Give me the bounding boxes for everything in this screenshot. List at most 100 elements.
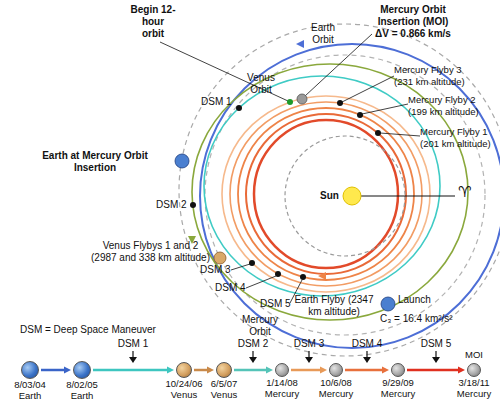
launch-label: Launch <box>398 294 431 306</box>
trajectory-arc <box>254 120 398 268</box>
flyby-label: Venus Flybys 1 and 2 (2987 and 338 km al… <box>90 240 211 264</box>
earth-icon <box>175 154 189 168</box>
leader-line <box>246 276 276 288</box>
trajectory-arc <box>230 102 422 286</box>
timeline-tick-arrow <box>366 351 367 358</box>
maneuver-label: DSM 5 <box>260 298 291 310</box>
timeline-line <box>345 369 383 372</box>
event-date-label: 3/18/11 Mercury <box>451 378 497 399</box>
planet-event-node: 10/24/06 Venus <box>176 362 192 378</box>
flyby-label: Mercury Flyby 1 (201 km altitude) <box>420 126 498 150</box>
trajectory-arc <box>200 44 500 348</box>
timeline-tick-arrow <box>363 357 371 363</box>
timeline-arrow <box>41 367 71 374</box>
direction-arrow <box>296 40 304 48</box>
leader-line <box>231 264 250 270</box>
venus-orbit <box>205 55 485 335</box>
timeline-tick-arrow <box>129 357 137 363</box>
timeline-arrow <box>345 367 389 374</box>
aries-symbol: ♈ <box>458 183 471 201</box>
event-date-label: 8/03/04 Earth <box>7 380 53 401</box>
trajectory-arc <box>222 96 430 292</box>
maneuver-dot <box>249 260 255 266</box>
event-date-label: 8/02/05 Earth <box>59 380 105 401</box>
arrow-head <box>207 367 214 374</box>
flyby-dot <box>337 100 343 106</box>
timeline-tick-arrow <box>432 357 440 363</box>
timeline-arrow <box>234 367 273 374</box>
maneuver-dot <box>300 274 306 280</box>
leader-line <box>380 133 420 136</box>
planet-event-node: MOI3/18/11 Mercury <box>467 363 481 377</box>
timeline-arrow <box>194 367 214 374</box>
timeline-arrow <box>407 367 465 374</box>
maneuver-label: DSM 1 <box>201 96 232 108</box>
trajectory-arc <box>246 114 406 274</box>
leader-line <box>362 104 408 114</box>
mercury-icon <box>297 94 307 104</box>
maneuver-label: DSM 4 <box>215 282 246 294</box>
direction-arrow <box>318 272 326 280</box>
note-label: DSM = Deep Space Maneuver <box>20 324 156 336</box>
timeline-maneuver-label: DSM 2 <box>233 338 273 350</box>
timeline-tick-arrow <box>132 351 133 358</box>
planet-event-node: 8/03/04 Earth <box>21 361 39 379</box>
maneuver-dot <box>190 202 196 208</box>
vernal-equinox-line <box>361 196 455 197</box>
timeline-maneuver-label: DSM 4 <box>347 338 387 350</box>
timeline-line <box>234 369 267 372</box>
timeline-arrow <box>291 367 327 374</box>
timeline-line <box>291 369 321 372</box>
flyby-dot <box>357 112 363 118</box>
timeline-tick-arrow <box>252 351 253 358</box>
timeline-maneuver-label: DSM 3 <box>289 338 329 350</box>
sun-symbol <box>343 187 361 205</box>
timeline-line <box>194 369 208 372</box>
flyby-label: Earth Flyby (2347 km altitude) <box>294 294 374 318</box>
arrow-head <box>64 367 71 374</box>
sun-label: Sun <box>320 190 339 202</box>
timeline-maneuver-label: DSM 5 <box>416 338 456 350</box>
earth-orbit <box>179 24 500 356</box>
leader-line <box>342 76 394 102</box>
event-date-label: 10/6/08 Mercury <box>313 378 359 399</box>
callout-label: Earth at Mercury Orbit Insertion <box>34 150 156 174</box>
timeline-tick-arrow <box>305 357 313 363</box>
event-date-label: 6/5/07 Venus <box>201 379 247 400</box>
launch-energy-label: C₃ = 16.4 km²/s² <box>380 313 453 325</box>
timeline-line <box>407 369 459 372</box>
event-heading: MOI <box>451 350 497 361</box>
callout-label: Mercury Orbit Insertion (MOI) ΔV = 0.866… <box>370 4 456 40</box>
maneuver-dot <box>275 271 281 277</box>
orbit-label: Mercury Orbit <box>238 314 282 338</box>
planet-event-node: 6/5/07 Venus <box>216 362 232 378</box>
event-date-label: 1/14/08 Mercury <box>259 378 305 399</box>
timeline-maneuver-label: DSM 1 <box>113 338 153 350</box>
arrow-head <box>320 367 327 374</box>
flyby-label: Mercury Flyby 2 (199 km altitude) <box>408 94 486 118</box>
arrow-head <box>382 367 389 374</box>
planet-event-node: 1/14/08 Mercury <box>275 363 289 377</box>
leader-line <box>160 42 288 101</box>
planet-event-node: 9/29/09 Mercury <box>391 363 405 377</box>
arrow-head <box>167 367 174 374</box>
timeline-line <box>93 369 168 372</box>
orbit-label: Venus Orbit <box>244 72 278 96</box>
trajectory-arc <box>204 76 440 296</box>
maneuver-label: DSM 3 <box>200 264 231 276</box>
maneuver-dot <box>236 105 242 111</box>
orbit-start-dot <box>287 99 293 105</box>
arrow-head <box>266 367 273 374</box>
arrow-head <box>458 367 465 374</box>
event-date-label: 10/24/06 Venus <box>161 379 207 400</box>
timeline-tick-arrow <box>435 351 436 358</box>
flyby-dot <box>375 130 381 136</box>
maneuver-label: DSM 2 <box>156 199 187 211</box>
flyby-label: Mercury Flyby 3 (231 km altitude) <box>394 64 472 88</box>
timeline-tick-arrow <box>308 351 309 358</box>
earth-icon <box>381 297 395 311</box>
planet-event-node: 10/6/08 Mercury <box>329 363 343 377</box>
event-date-label: 9/29/09 Mercury <box>375 378 421 399</box>
timeline-tick-arrow <box>249 357 257 363</box>
